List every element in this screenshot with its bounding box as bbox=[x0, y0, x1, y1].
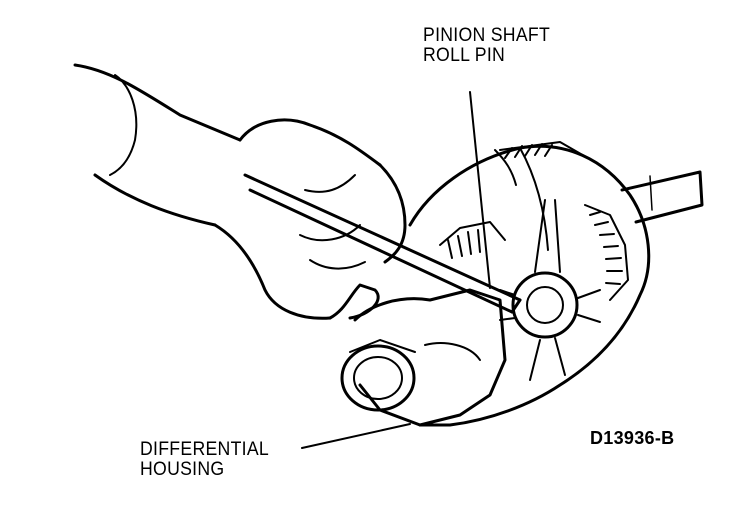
pinion-shaft-label-line1: PINION SHAFT bbox=[423, 25, 551, 46]
drift-punch bbox=[243, 173, 522, 314]
housing-label-line2: HOUSING bbox=[140, 459, 225, 480]
technician-arm-and-hand bbox=[73, 63, 407, 320]
pinion-shaft-label-line2: ROLL PIN bbox=[423, 45, 506, 66]
axle-tube bbox=[620, 170, 704, 224]
bearing-cup bbox=[340, 339, 416, 412]
differential-case bbox=[353, 141, 651, 427]
differential-housing-label: DIFFERENTIAL HOUSING bbox=[140, 440, 269, 480]
housing-leader bbox=[301, 423, 411, 449]
pinion-shaft-leader bbox=[469, 91, 491, 289]
housing-label-line1: DIFFERENTIAL bbox=[140, 439, 270, 460]
pinion-shaft-roll-pin-label: PINION SHAFT ROLL PIN bbox=[423, 26, 550, 66]
figure-code: D13936-B bbox=[590, 428, 675, 448]
